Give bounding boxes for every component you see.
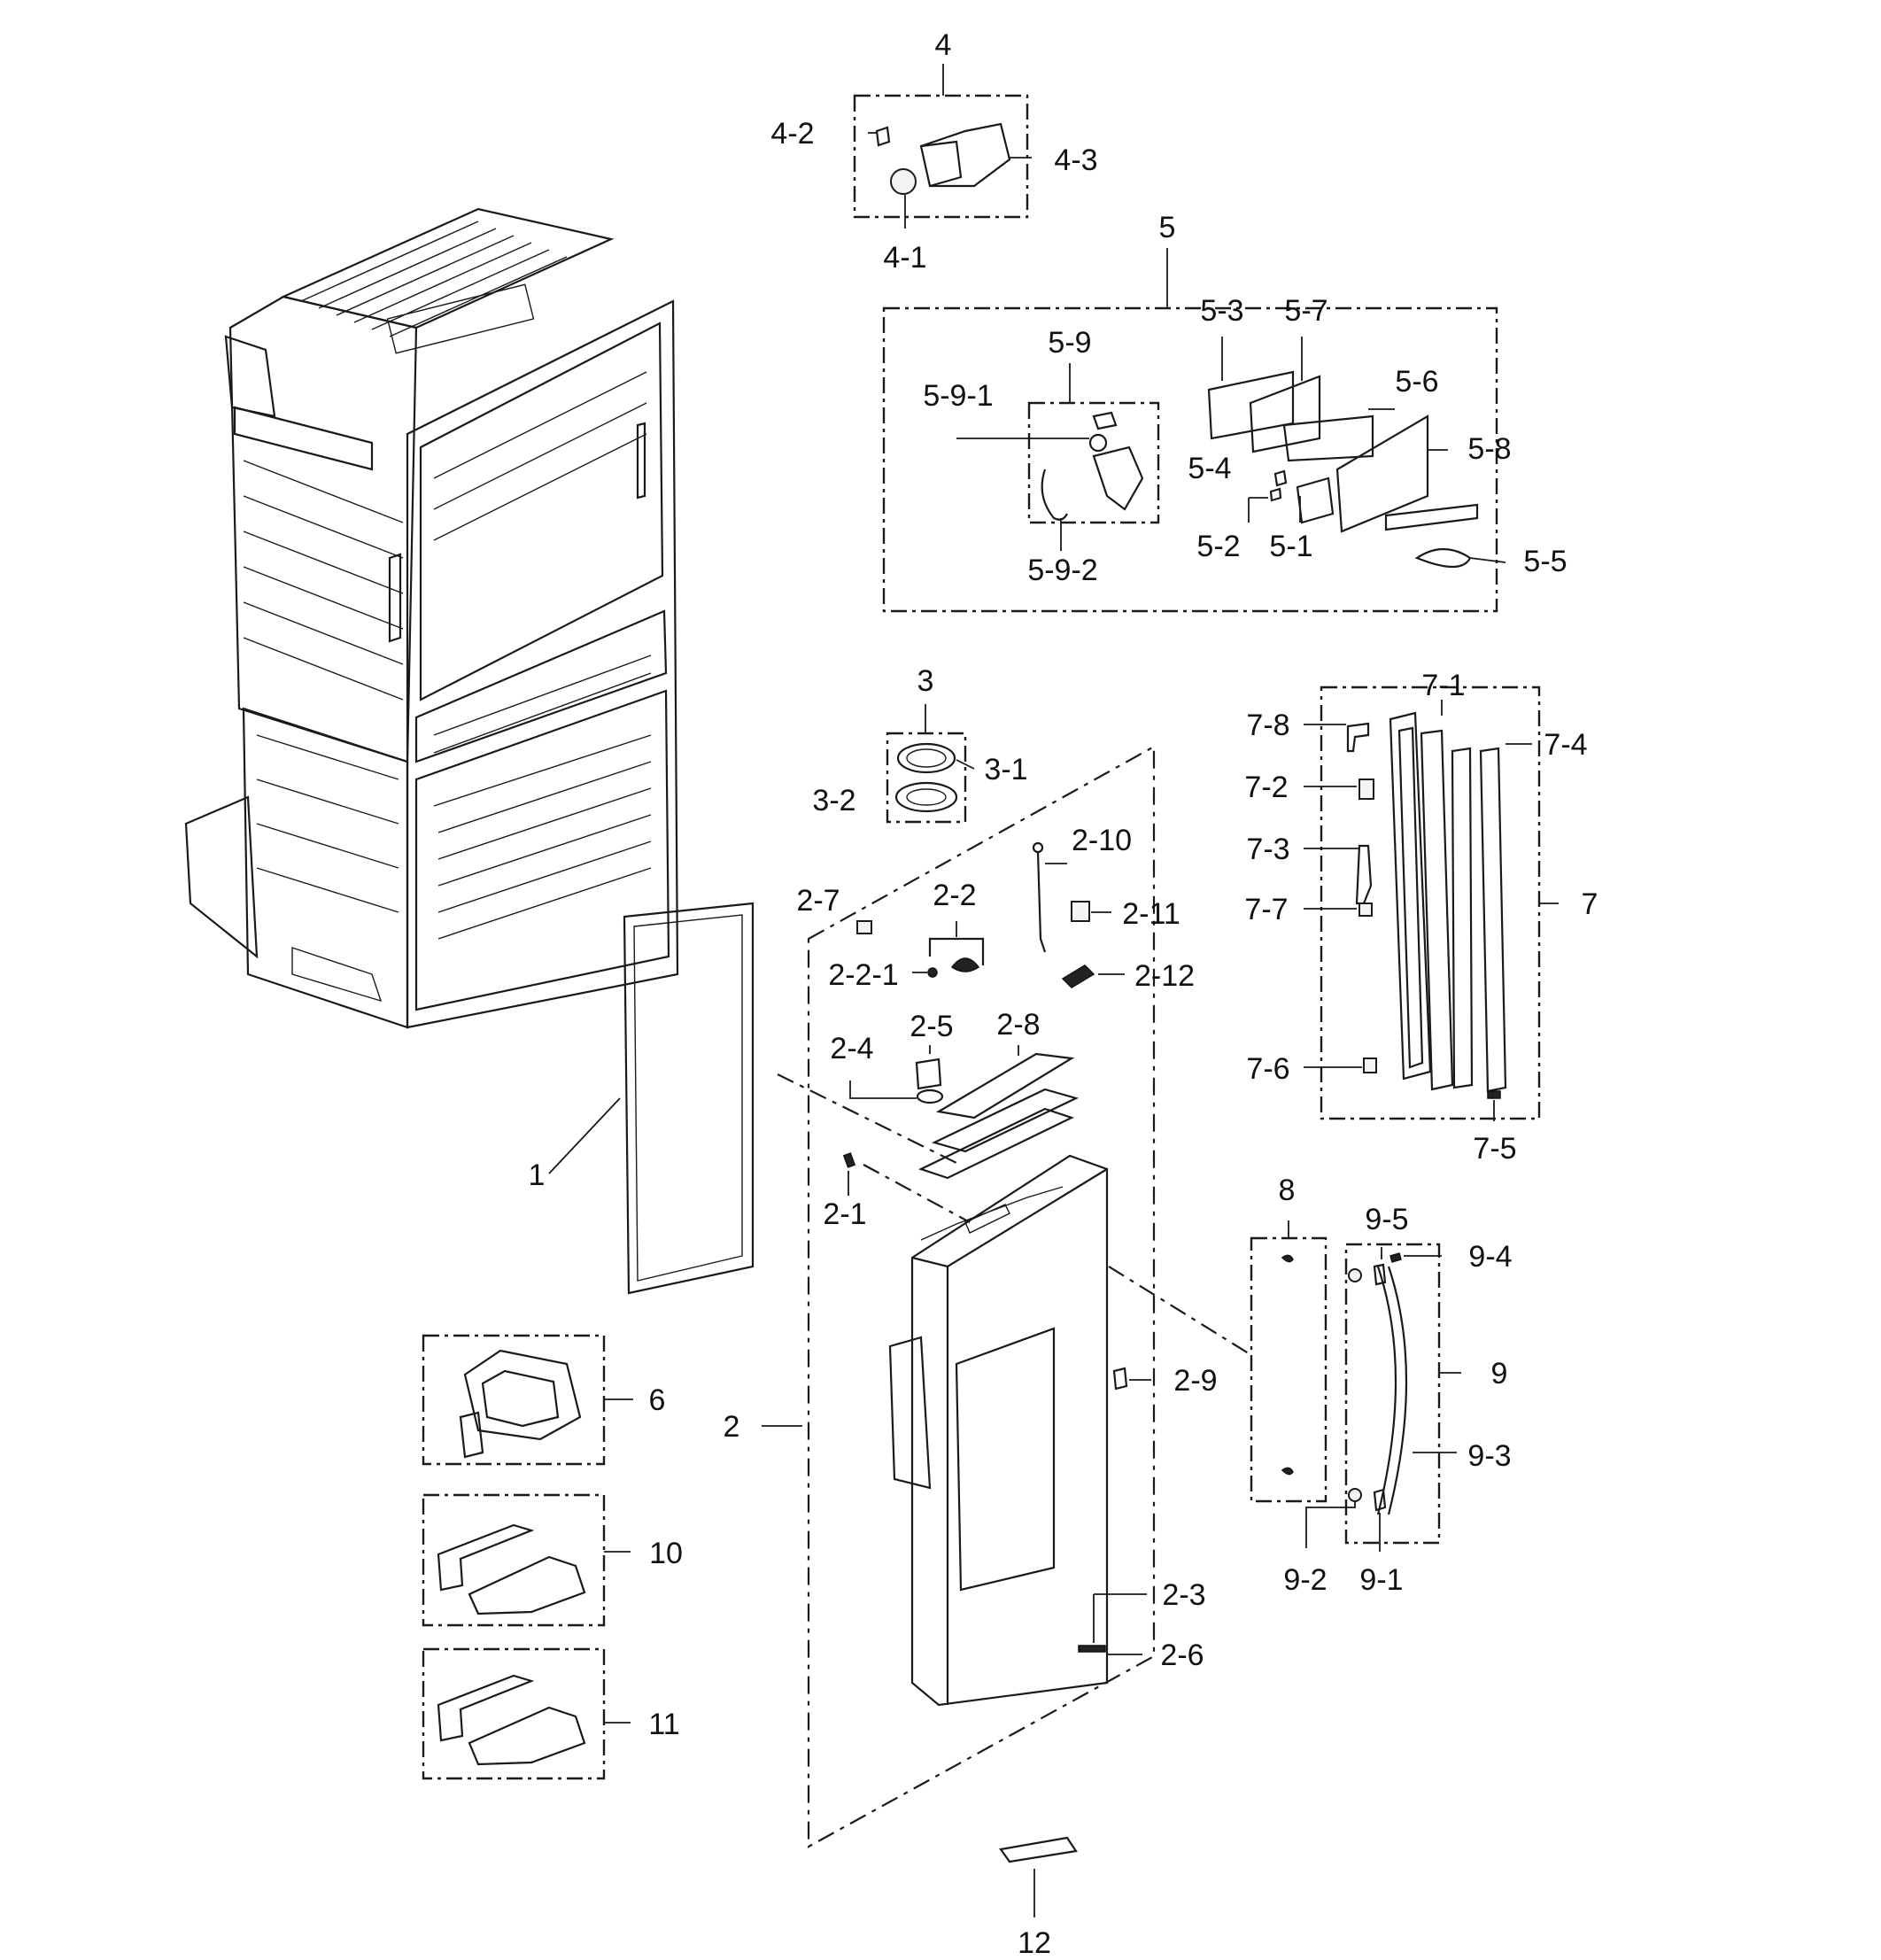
- part-7-box: [1304, 686, 1559, 1121]
- label-3-2: 3-2: [812, 784, 855, 817]
- label-11: 11: [648, 1708, 679, 1741]
- part-2-1-screw: [842, 1152, 856, 1196]
- label-5-6: 5-6: [1395, 365, 1438, 399]
- label-2: 2: [724, 1410, 740, 1444]
- part-2-2-cover: [912, 921, 985, 978]
- part-10-box: [422, 1493, 631, 1627]
- part-4-box: [853, 64, 1032, 229]
- part-3-box: [886, 704, 975, 824]
- label-7: 7: [1582, 887, 1598, 921]
- door-gasket: [548, 902, 755, 1295]
- label-2-2-1: 2-2-1: [828, 958, 898, 992]
- label-9-5: 9-5: [1365, 1203, 1408, 1236]
- label-3-1: 3-1: [984, 753, 1027, 786]
- label-1: 1: [529, 1158, 546, 1192]
- label-5-9-1: 5-9-1: [923, 379, 993, 413]
- part-2-12: [1061, 965, 1095, 988]
- label-7-1: 7-1: [1421, 669, 1465, 702]
- cabinet-illustration: [184, 207, 679, 1029]
- part-2-7: [856, 920, 872, 934]
- label-5-4: 5-4: [1188, 452, 1231, 485]
- label-7-8: 7-8: [1246, 709, 1289, 742]
- part-2-11: [1071, 901, 1090, 922]
- part-6-box: [422, 1334, 633, 1466]
- label-9-4: 9-4: [1468, 1240, 1512, 1274]
- label-7-7: 7-7: [1244, 893, 1288, 926]
- label-2-5: 2-5: [910, 1010, 953, 1043]
- label-7-5: 7-5: [1473, 1132, 1516, 1166]
- part-2-4-2-5-hinge: [849, 1045, 944, 1104]
- label-2-6: 2-6: [1160, 1638, 1204, 1672]
- label-12: 12: [1018, 1926, 1051, 1960]
- label-5-2: 5-2: [1196, 530, 1240, 563]
- part-11-box: [422, 1647, 631, 1780]
- part-2-8-cap: [918, 1045, 1080, 1180]
- label-5-3: 5-3: [1200, 294, 1243, 328]
- part-8-box: [1250, 1220, 1328, 1503]
- label-2-11: 2-11: [1122, 897, 1180, 931]
- label-5: 5: [1159, 211, 1176, 244]
- label-2-1: 2-1: [823, 1197, 866, 1231]
- label-5-7: 5-7: [1284, 294, 1328, 328]
- label-2-8: 2-8: [996, 1008, 1040, 1042]
- label-5-5: 5-5: [1523, 545, 1567, 578]
- part-5-box: [882, 248, 1506, 613]
- label-8: 8: [1279, 1174, 1296, 1207]
- label-9-1: 9-1: [1359, 1563, 1403, 1597]
- label-2-12: 2-12: [1134, 959, 1195, 993]
- door-assembly-box: [762, 745, 1156, 1848]
- part-2-10-wire: [1032, 841, 1067, 953]
- label-9-3: 9-3: [1467, 1439, 1511, 1473]
- part-9-box: [1305, 1243, 1461, 1552]
- label-6: 6: [649, 1383, 666, 1417]
- part-2-3-2-6: [1078, 1593, 1147, 1655]
- label-5-8: 5-8: [1467, 432, 1511, 466]
- part-2-9-clip: [1112, 1367, 1128, 1391]
- label-7-2: 7-2: [1244, 771, 1288, 804]
- label-5-9: 5-9: [1048, 326, 1091, 360]
- label-2-4: 2-4: [830, 1032, 873, 1065]
- label-7-3: 7-3: [1246, 833, 1289, 866]
- part-12-label-plate: [999, 1836, 1078, 1917]
- label-4-1: 4-1: [883, 241, 926, 275]
- label-9: 9: [1491, 1357, 1508, 1391]
- label-9-2: 9-2: [1283, 1563, 1327, 1597]
- label-5-9-2: 5-9-2: [1027, 554, 1097, 587]
- label-4-3: 4-3: [1054, 143, 1097, 177]
- label-7-4: 7-4: [1544, 728, 1587, 762]
- label-2-10: 2-10: [1072, 824, 1132, 857]
- door-panel: [888, 1154, 1109, 1707]
- label-2-3: 2-3: [1162, 1578, 1205, 1612]
- label-4: 4: [935, 28, 952, 62]
- label-2-7: 2-7: [796, 884, 840, 918]
- label-7-6: 7-6: [1246, 1052, 1289, 1086]
- label-4-2: 4-2: [770, 117, 814, 151]
- label-2-2: 2-2: [933, 879, 976, 912]
- label-2-9: 2-9: [1173, 1364, 1217, 1398]
- label-3: 3: [917, 664, 934, 698]
- label-5-1: 5-1: [1269, 530, 1312, 563]
- label-10: 10: [649, 1537, 683, 1570]
